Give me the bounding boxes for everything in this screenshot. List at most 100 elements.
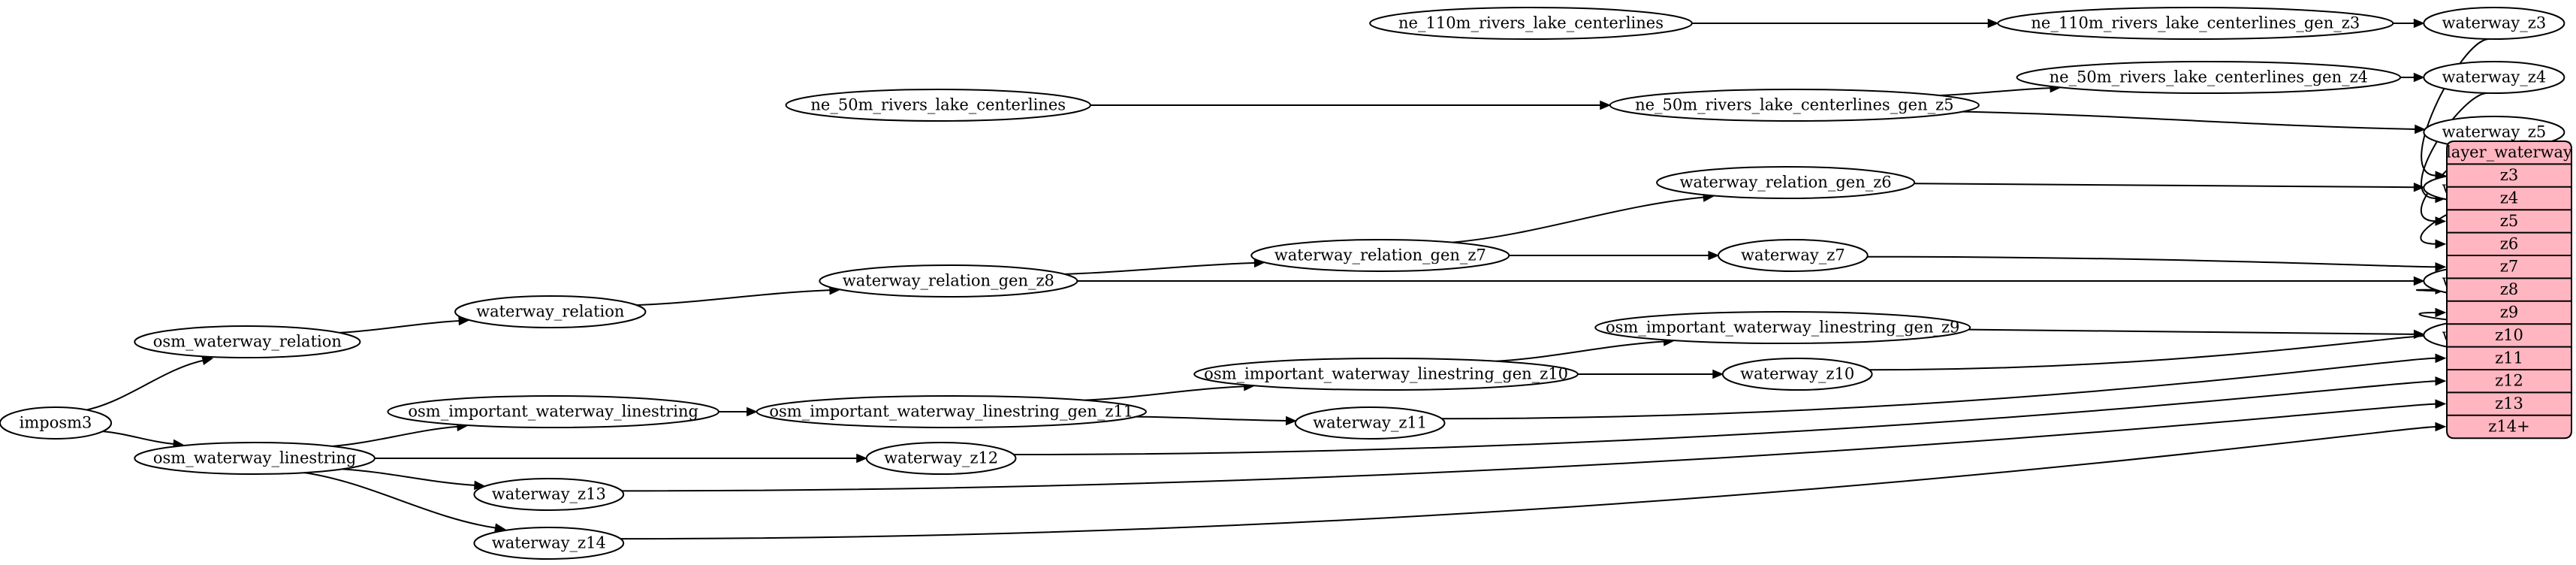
node-label: waterway_z10: [1740, 365, 1854, 383]
graph-edge-waterway_z7-to-layer_waterway_z7: [1867, 255, 2437, 268]
record-row-z4[interactable]: z4: [2500, 189, 2518, 207]
node-label: waterway_z5: [2442, 123, 2547, 141]
graph-node-waterway_relation_gen_z7[interactable]: waterway_relation_gen_z7: [1250, 239, 1510, 272]
node-ellipse: [1193, 358, 1579, 391]
graph-edge-waterway_z10-to-layer_waterway_z10: [1869, 334, 2437, 371]
graph-node-waterway_z12[interactable]: waterway_z12: [865, 442, 1017, 475]
node-ellipse: [1721, 358, 1873, 391]
node-label: waterway_relation_gen_z7: [1274, 246, 1486, 264]
node-label: imposm3: [20, 414, 92, 432]
graph-edge-waterway_z4-to-layer_waterway_z4: [2421, 92, 2488, 199]
graph-edge-waterway_relation_gen_z7-to-waterway_relation_gen_z6: [1452, 196, 1705, 243]
graph-node-waterway_z11[interactable]: waterway_z11: [1294, 406, 1446, 440]
graph-node-waterway_relation[interactable]: waterway_relation: [454, 295, 647, 328]
node-ellipse: [865, 442, 1017, 475]
record-row-z8[interactable]: z8: [2500, 280, 2518, 298]
graph-node-waterway_z13[interactable]: waterway_z13: [473, 478, 625, 511]
record-row-z12[interactable]: z12: [2495, 372, 2523, 390]
record-row-z9[interactable]: z9: [2500, 304, 2518, 322]
graph-edge-waterway_relation_gen_z8-to-waterway_relation_gen_z7: [1064, 261, 1256, 275]
node-label: waterway_z12: [884, 449, 998, 467]
graph-node-osm_important_waterway_linestring_gen_z11[interactable]: osm_important_waterway_linestring_gen_z1…: [756, 395, 1147, 428]
record-table-layer: layer_waterway z3 z4 z5 z6 z7 z8 z9 z10 z11 z12 z13…: [2446, 140, 2572, 440]
graph-edge-waterway_z14-to-layer_waterway_z14_: [620, 426, 2437, 540]
node-ellipse: [387, 395, 719, 428]
graph-node-waterway_z7[interactable]: waterway_z7: [1717, 239, 1869, 272]
graph-edge-waterway_z11-to-layer_waterway_z11: [1441, 357, 2437, 420]
graph-node-osm_waterway_linestring[interactable]: osm_waterway_linestring: [134, 442, 376, 475]
graph-node-ne_110m_rivers_lake_centerlines_gen_z3[interactable]: ne_110m_rivers_lake_centerlines_gen_z3: [1997, 7, 2394, 40]
node-ellipse: [1594, 311, 1971, 344]
edge-layer: [86, 18, 2490, 540]
record-row-z3[interactable]: z3: [2500, 166, 2518, 184]
graph-edge-waterway_relation-to-waterway_relation_gen_z8: [636, 289, 831, 307]
record-row-z6[interactable]: z6: [2500, 234, 2518, 252]
graph-node-waterway_z10[interactable]: waterway_z10: [1721, 358, 1873, 391]
graph-node-osm_important_waterway_linestring_gen_z10[interactable]: osm_important_waterway_linestring_gen_z1…: [1193, 358, 1579, 391]
graph-node-ne_110m_rivers_lake_centerlines[interactable]: ne_110m_rivers_lake_centerlines: [1369, 7, 1693, 40]
graph-node-ne_50m_rivers_lake_centerlines[interactable]: ne_50m_rivers_lake_centerlines: [785, 89, 1091, 122]
record-header-label: layer_waterway: [2446, 144, 2572, 162]
node-label: ne_50m_rivers_lake_centerlines_gen_z4: [2050, 68, 2368, 86]
edge-arrowhead: [2413, 72, 2425, 83]
node-ellipse: [1250, 239, 1510, 272]
node-label: osm_important_waterway_linestring_gen_z1…: [769, 403, 1133, 421]
node-label: waterway_z4: [2442, 68, 2547, 86]
edge-arrowhead: [2435, 261, 2447, 272]
edge-arrowhead: [201, 355, 214, 366]
edge-arrowhead: [2435, 239, 2447, 249]
graph-edge-osm_waterway_linestring-to-waterway_z13: [342, 468, 475, 487]
graph-node-osm_waterway_relation[interactable]: osm_waterway_relation: [134, 325, 361, 358]
graph-node-waterway_z14[interactable]: waterway_z14: [473, 527, 625, 560]
node-ellipse: [134, 442, 376, 475]
edge-arrowhead: [2413, 18, 2425, 29]
record-row-z13[interactable]: z13: [2495, 394, 2523, 412]
node-ellipse: [473, 478, 625, 511]
node-ellipse: [454, 295, 647, 328]
graph-node-ne_50m_rivers_lake_centerlines_gen_z4[interactable]: ne_50m_rivers_lake_centerlines_gen_z4: [2016, 61, 2402, 94]
edge-arrowhead: [2413, 182, 2425, 192]
edge-arrowhead: [2435, 399, 2447, 409]
node-ellipse: [473, 527, 625, 560]
node-ellipse: [1369, 7, 1693, 40]
node-label: ne_110m_rivers_lake_centerlines_gen_z3: [2031, 14, 2360, 32]
graph-node-ne_50m_rivers_lake_centerlines_gen_z5[interactable]: ne_50m_rivers_lake_centerlines_gen_z5: [1609, 89, 1980, 122]
edge-arrowhead: [2435, 353, 2447, 364]
record-row-z11[interactable]: z11: [2495, 349, 2523, 367]
node-ellipse: [0, 406, 113, 440]
graph-edge-osm_important_waterway_linestring_gen_z10-to-osm_important_waterway_linestring_gen_z9: [1496, 340, 1665, 362]
node-label: waterway_relation_gen_z6: [1680, 174, 1892, 192]
node-label: ne_50m_rivers_lake_centerlines: [810, 96, 1066, 114]
node-ellipse: [819, 264, 1078, 298]
node-ellipse: [134, 325, 361, 358]
record-table-shell: [2446, 140, 2572, 440]
node-label: osm_important_waterway_linestring: [408, 403, 698, 421]
node-label: waterway_relation: [476, 303, 624, 321]
node-label: osm_waterway_relation: [153, 333, 342, 351]
graph-node-waterway_relation_gen_z8[interactable]: waterway_relation_gen_z8: [819, 264, 1078, 298]
graph-node-osm_important_waterway_linestring[interactable]: osm_important_waterway_linestring: [387, 395, 719, 428]
graph-node-waterway_z3[interactable]: waterway_z3: [2423, 7, 2565, 40]
graph-node-imposm3[interactable]: imposm3: [0, 406, 113, 440]
node-ellipse: [785, 89, 1091, 122]
edge-arrowhead: [747, 406, 758, 417]
graph-node-waterway_z5[interactable]: waterway_z5: [2423, 116, 2565, 149]
record-row-z7[interactable]: z7: [2500, 258, 2518, 276]
record-row-z5[interactable]: z5: [2500, 212, 2518, 230]
node-ellipse: [756, 395, 1147, 428]
edge-arrowhead: [474, 480, 486, 491]
node-ellipse: [1717, 239, 1869, 272]
node-label: osm_important_waterway_linestring_gen_z9: [1606, 319, 1959, 337]
graph-edge-osm_important_waterway_linestring_gen_z11-to-osm_important_waterway_linestring_gen_z10: [1084, 385, 1245, 401]
graph-node-osm_important_waterway_linestring_gen_z9[interactable]: osm_important_waterway_linestring_gen_z9: [1594, 311, 1971, 344]
node-label: osm_waterway_linestring: [153, 449, 356, 467]
graph-node-waterway_relation_gen_z6[interactable]: waterway_relation_gen_z6: [1656, 166, 1916, 199]
record-row-z10[interactable]: z10: [2495, 326, 2523, 344]
edge-arrowhead: [1285, 415, 1297, 426]
graph-node-waterway_z4[interactable]: waterway_z4: [2423, 61, 2565, 94]
node-ellipse: [2016, 61, 2402, 94]
record-row-z14+[interactable]: z14+: [2488, 418, 2529, 436]
node-label: waterway_z14: [492, 534, 606, 552]
